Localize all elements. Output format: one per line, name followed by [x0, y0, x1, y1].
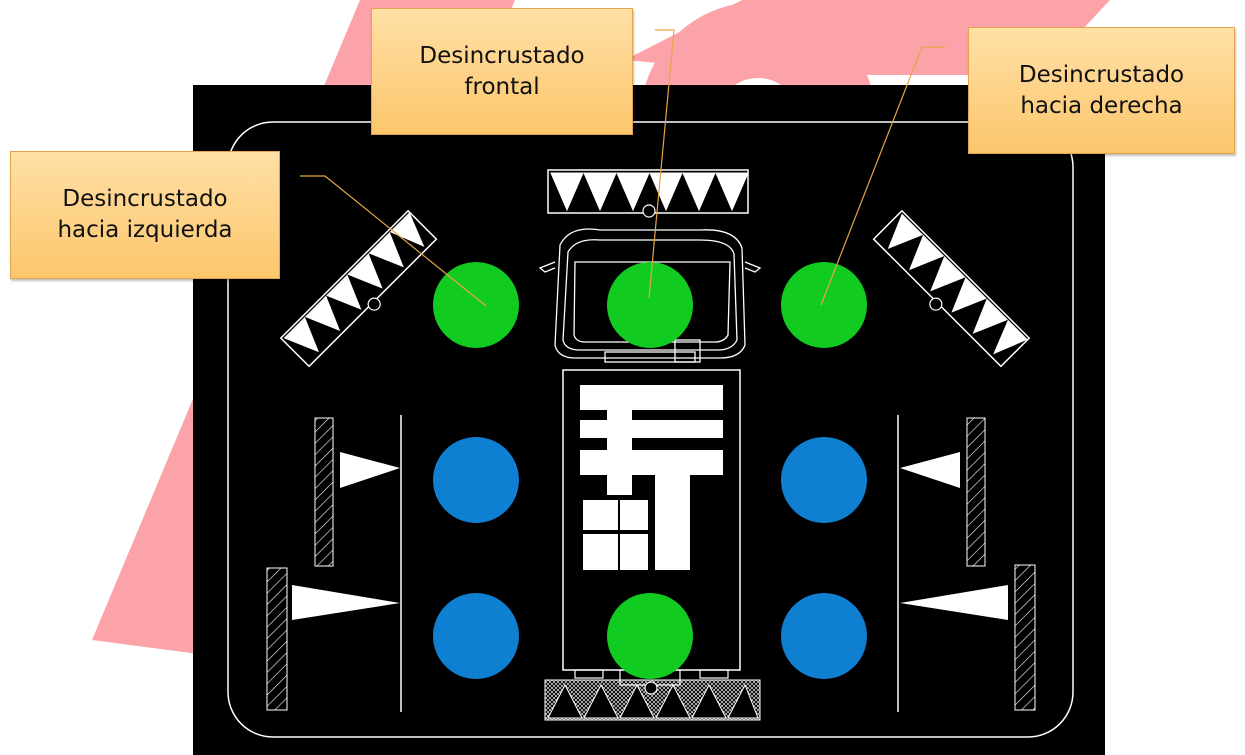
right-side-lower-spray — [900, 564, 1036, 711]
nozzle-group — [433, 262, 867, 679]
nozzle-rear-center — [607, 593, 693, 679]
leader-right — [820, 46, 945, 306]
front-spray-bar — [547, 169, 749, 218]
nozzle-right-lower — [781, 593, 867, 679]
leader-front — [648, 29, 675, 299]
callout-front-line2: frontal — [464, 73, 540, 100]
callout-front-descaling: Desincrustado frontal — [371, 8, 633, 135]
callout-right-descaling: Desincrustado hacia derecha — [968, 27, 1235, 154]
callout-right-line2: hacia derecha — [1020, 92, 1183, 119]
nozzle-right-descaling — [781, 262, 867, 348]
nozzle-left-lower — [433, 593, 519, 679]
left-diagonal-spray-bar — [279, 209, 438, 368]
bay-outline — [227, 121, 1074, 738]
callout-left-line2: hacia izquierda — [57, 217, 233, 243]
truck-body — [562, 369, 741, 686]
leader-left — [300, 175, 487, 307]
nozzle-left-descaling — [433, 262, 519, 348]
nozzle-left-upper — [433, 437, 519, 523]
right-diagonal-spray-bar — [872, 209, 1031, 368]
rear-spray-bar — [544, 679, 761, 721]
truck-cab — [538, 228, 762, 363]
callout-front-line1: Desincrustado — [419, 42, 585, 69]
nozzle-right-upper — [781, 437, 867, 523]
left-side-upper-spray — [314, 417, 400, 567]
nozzle-front-descaling — [607, 262, 693, 348]
left-side-lower-spray — [266, 567, 400, 711]
leader-lines — [300, 29, 945, 307]
callout-right-line1: Desincrustado — [1018, 61, 1185, 88]
right-side-upper-spray — [900, 417, 986, 567]
callout-left-line1: Desincrustado — [62, 186, 228, 212]
callout-left-descaling: Desincrustado hacia izquierda — [10, 151, 280, 279]
